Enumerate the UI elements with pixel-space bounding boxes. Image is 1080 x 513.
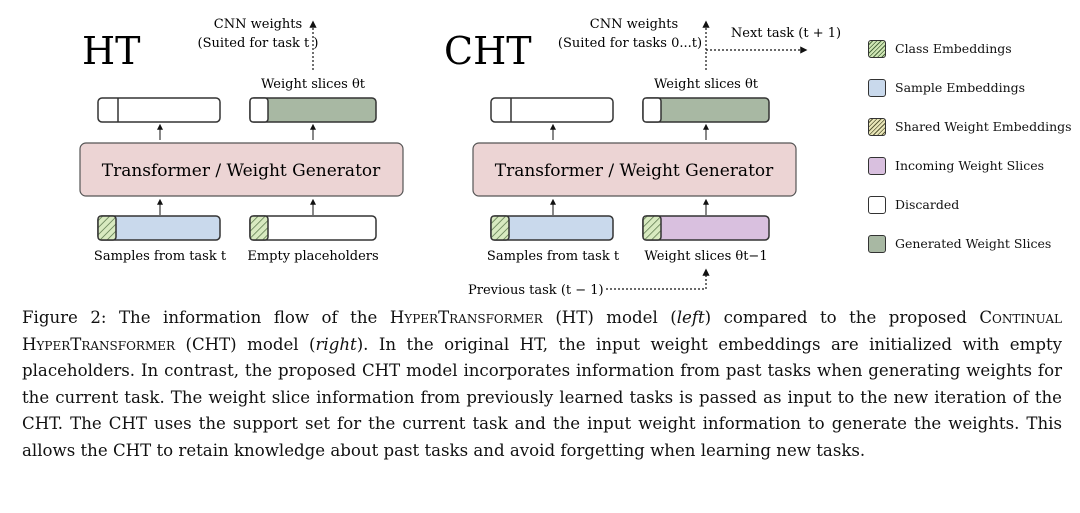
discarded-swatch	[868, 196, 886, 214]
legend-item: Incoming Weight Slices	[868, 157, 1078, 196]
legend-label: Generated Weight Slices	[895, 236, 1052, 251]
ht-generated-weights-token	[249, 97, 377, 123]
ht-placeholders-label: Empty placeholders	[247, 249, 378, 264]
class-embedding-swatch	[868, 40, 886, 58]
legend-label: Sample Embeddings	[895, 80, 1026, 95]
generated-weight-swatch	[868, 235, 886, 253]
legend-item: Shared Weight Embeddings	[868, 118, 1078, 157]
cht-samples-label: Samples from task t	[487, 249, 620, 264]
legend-label: Discarded	[895, 197, 960, 212]
cht-next-task-label: Next task (t + 1)	[731, 26, 841, 41]
cht-panel: CHT CNN weights (Suited for tasks 0...t)…	[444, 17, 841, 298]
legend-label: Shared Weight Embeddings	[895, 119, 1072, 134]
cht-title: CHT	[444, 29, 532, 73]
cht-discarded-token	[490, 97, 614, 123]
caption-prefix: Figure 2: The information flow of the	[22, 308, 390, 327]
caption-left: left	[676, 308, 705, 327]
ht-discarded-token	[97, 97, 221, 123]
caption-part3: ) compared to the proposed	[704, 308, 980, 327]
legend-item: Discarded	[868, 196, 1078, 235]
ht-title: HT	[82, 29, 140, 73]
figure-caption: Figure 2: The information flow of the Hy…	[22, 305, 1062, 464]
cht-weight-generator	[472, 142, 797, 197]
caption-cht-name: Continual HyperTransformer	[22, 308, 1062, 354]
cht-incoming-weights-token	[642, 215, 770, 241]
cht-output-label-line1: CNN weights	[590, 17, 678, 32]
cht-weight-slices-label: Weight slices θt	[654, 77, 759, 92]
architecture-diagram: HT CNN weights (Suited for task t ) Weig…	[79, 17, 841, 298]
ht-panel: HT CNN weights (Suited for task t ) Weig…	[79, 17, 404, 264]
caption-part5: ). In the original HT, the input weight …	[22, 334, 1062, 460]
caption-right: right	[315, 334, 357, 354]
legend-item: Class Embeddings	[868, 40, 1078, 79]
cht-previous-task-arrow	[606, 268, 710, 290]
legend-label: Class Embeddings	[895, 41, 1012, 56]
legend-item: Sample Embeddings	[868, 79, 1078, 118]
ht-samples-label: Samples from task t	[94, 249, 227, 264]
legend-label: Incoming Weight Slices	[895, 158, 1045, 173]
cht-generated-weights-token	[642, 97, 770, 123]
ht-weight-generator	[79, 142, 404, 197]
legend: Class Embeddings Sample Embeddings Share…	[868, 40, 1078, 274]
sample-embedding-swatch	[868, 79, 886, 97]
caption-part4: (CHT) model (	[175, 334, 316, 354]
ht-output-label-line1: CNN weights	[214, 17, 302, 32]
cht-previous-task-label: Previous task (t − 1)	[468, 283, 604, 298]
cht-generator-label: Transformer / Weight Generator	[495, 161, 774, 181]
caption-part2: (HT) model (	[542, 308, 677, 327]
cht-output-label-line2: (Suited for tasks 0...t)	[558, 36, 702, 51]
ht-generator-label: Transformer / Weight Generator	[102, 161, 381, 181]
caption-ht-name: HyperTransformer	[389, 308, 543, 327]
cht-incoming-label: Weight slices θt−1	[644, 249, 767, 264]
shared-weight-swatch	[868, 118, 886, 136]
incoming-weight-swatch	[868, 157, 886, 175]
ht-empty-placeholder-token	[249, 215, 377, 241]
ht-output-label-line2: (Suited for task t )	[198, 36, 319, 51]
ht-weight-slices-label: Weight slices θt	[261, 77, 366, 92]
legend-item: Generated Weight Slices	[868, 235, 1078, 274]
